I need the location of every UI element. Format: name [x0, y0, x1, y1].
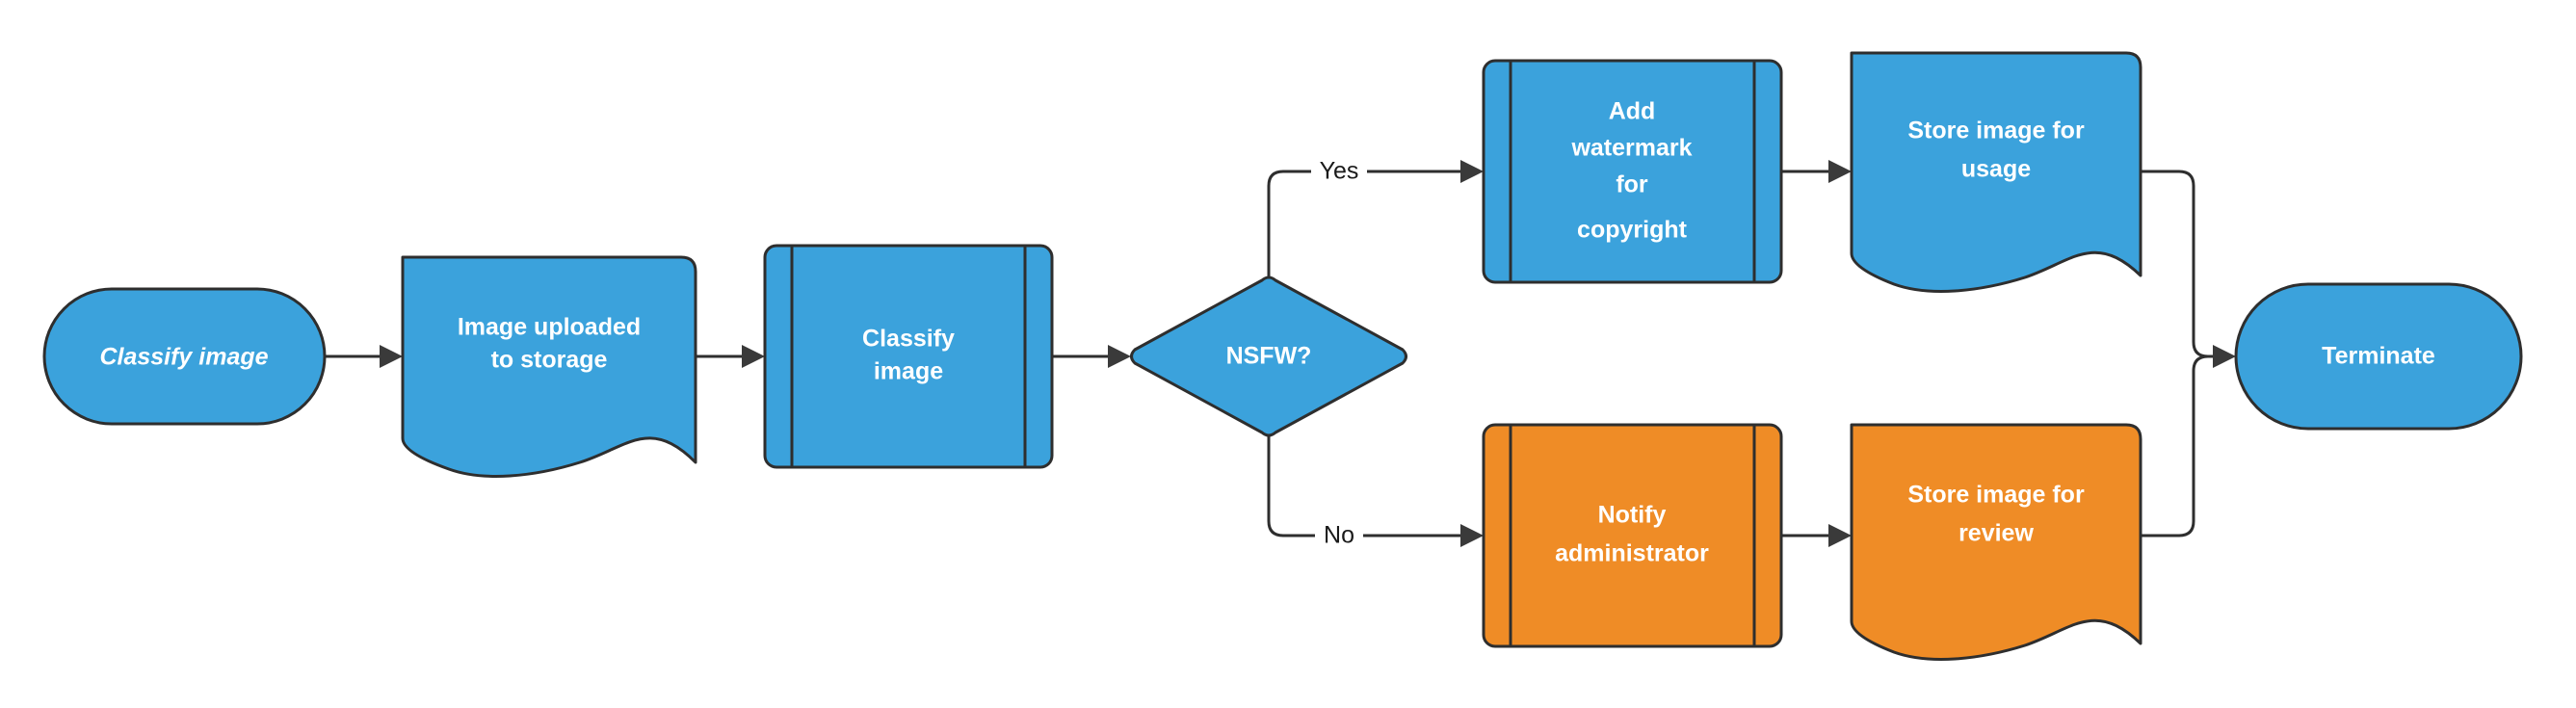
- node-upload-label-line-2: to storage: [491, 347, 608, 374]
- edge-notify-to-store-review: [1781, 524, 1852, 547]
- node-start[interactable]: Classify image: [42, 287, 327, 426]
- node-store-review-label-line-1: Store image for: [1907, 482, 2085, 509]
- edge-line: [2141, 170, 2213, 358]
- edge-watermark-to-store-usage: [1781, 160, 1852, 183]
- node-terminate-shape[interactable]: [2234, 282, 2523, 431]
- node-watermark-label-line-1: Add: [1609, 98, 1656, 125]
- edge-nsfw-to-watermark: Yes: [1267, 156, 1484, 279]
- edge-nsfw-to-notify: No: [1267, 433, 1484, 551]
- edge-label-backing: [1311, 156, 1367, 187]
- arrow-head-icon: [1828, 160, 1852, 183]
- edge-label-backing: [1315, 520, 1363, 551]
- node-watermark[interactable]: Add watermark for copyright: [1482, 59, 1783, 284]
- node-classify[interactable]: Classify image: [763, 244, 1054, 469]
- arrow-head-icon: [2213, 345, 2236, 368]
- node-store-review[interactable]: Store image for review: [1850, 423, 2142, 661]
- edge-classify-to-nsfw: [1052, 345, 1131, 368]
- node-start-label: Classify image: [99, 344, 268, 371]
- arrow-head-icon: [1108, 345, 1131, 368]
- arrow-head-icon: [1828, 524, 1852, 547]
- node-upload[interactable]: Image uploaded to storage: [401, 255, 697, 478]
- edge-label-no: No: [1324, 522, 1354, 549]
- node-nsfw-label: NSFW?: [1226, 343, 1312, 370]
- node-upload-shape[interactable]: [401, 255, 697, 478]
- edge-label-yes: Yes: [1320, 158, 1359, 185]
- node-terminate[interactable]: Terminate: [2234, 282, 2523, 431]
- node-watermark-label-line-3: for: [1616, 171, 1648, 198]
- node-store-usage-label-line-2: usage: [1961, 156, 2031, 183]
- node-start-shape[interactable]: [42, 287, 327, 426]
- node-notify-shape[interactable]: [1482, 423, 1783, 648]
- arrow-head-icon: [742, 345, 765, 368]
- node-classify-label-line-1: Classify: [862, 326, 955, 353]
- edge-line: [1267, 170, 1460, 279]
- edge-line: [1267, 433, 1460, 538]
- node-watermark-label-line-2: watermark: [1570, 135, 1692, 162]
- node-classify-shape[interactable]: [763, 244, 1054, 469]
- arrow-head-icon: [1460, 524, 1484, 547]
- edge-store-usage-to-terminate: [2141, 170, 2213, 358]
- edge-upload-to-classify: [696, 345, 765, 368]
- edge-store-review-to-terminate: [2141, 345, 2236, 538]
- node-store-usage[interactable]: Store image for usage: [1850, 51, 2142, 293]
- node-nsfw-shape[interactable]: [1130, 275, 1407, 437]
- node-store-review-label-line-2: review: [1958, 520, 2034, 547]
- node-watermark-shape[interactable]: [1482, 59, 1783, 284]
- node-store-review-shape[interactable]: [1850, 423, 2142, 661]
- node-classify-label-line-2: image: [874, 358, 943, 385]
- node-notify-label-line-2: administrator: [1555, 540, 1709, 567]
- node-store-usage-shape[interactable]: [1850, 51, 2142, 293]
- node-store-usage-label-line-1: Store image for: [1907, 118, 2085, 144]
- node-upload-label-line-1: Image uploaded: [458, 314, 641, 341]
- node-watermark-label-line-4: copyright: [1577, 217, 1688, 244]
- edge-line: [2141, 354, 2213, 538]
- node-notify-label-line-1: Notify: [1598, 502, 1667, 529]
- arrow-head-icon: [1460, 160, 1484, 183]
- node-terminate-label: Terminate: [2322, 343, 2435, 370]
- edge-start-to-upload: [325, 345, 403, 368]
- node-notify[interactable]: Notify administrator: [1482, 423, 1783, 648]
- arrow-head-icon: [380, 345, 403, 368]
- node-nsfw[interactable]: NSFW?: [1130, 275, 1407, 437]
